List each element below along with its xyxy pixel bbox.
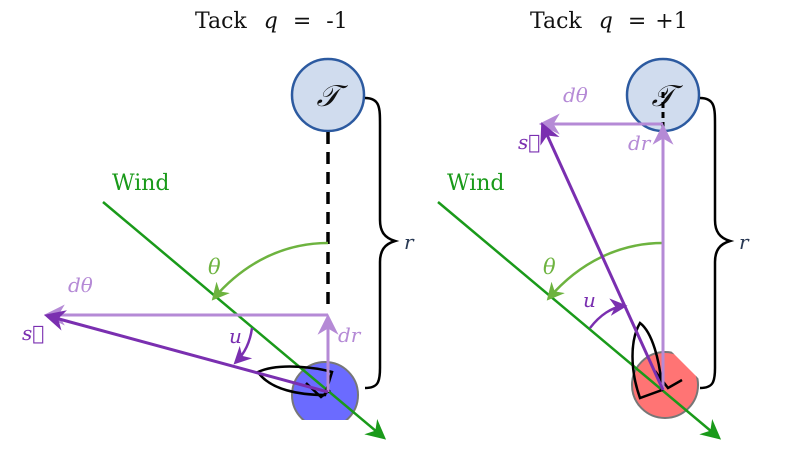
title-prefix: Tack xyxy=(195,9,247,34)
title-value: -1 xyxy=(326,9,347,34)
theta-arc xyxy=(211,241,329,301)
s-arrow xyxy=(540,122,665,391)
theta-label: θ xyxy=(208,255,221,279)
panel-left: Tack q = -1 𝒯 r Wind θ dr xyxy=(22,9,415,440)
wind-label: Wind xyxy=(447,171,505,196)
wind-arrow xyxy=(437,201,722,440)
u-label: u xyxy=(583,288,596,312)
title-value: +1 xyxy=(655,9,687,34)
theta-label: θ xyxy=(543,255,556,279)
theta-arc xyxy=(546,241,664,301)
panel-title: Tack q = +1 xyxy=(530,9,688,34)
r-label: r xyxy=(404,230,415,254)
title-equals: = xyxy=(293,9,311,34)
title-equals: = xyxy=(628,9,646,34)
right-angle-marker xyxy=(654,370,683,390)
wind-label: Wind xyxy=(112,171,170,196)
s-label: s⃗ xyxy=(518,130,540,154)
range-brace xyxy=(364,96,400,390)
dtheta-label: dθ xyxy=(563,83,588,107)
panel-title: Tack q = -1 xyxy=(195,9,348,34)
title-variable: q xyxy=(599,9,613,34)
dr-label: dr xyxy=(338,323,362,347)
dtheta-label: dθ xyxy=(68,273,93,297)
title-variable: q xyxy=(264,9,278,34)
s-label: s⃗ xyxy=(22,321,44,345)
u-arc xyxy=(233,327,254,365)
panel-right: Tack q = +1 𝒯 r Wind θ dr dθ xyxy=(437,9,750,440)
sail-shape xyxy=(631,321,664,400)
u-label: u xyxy=(229,324,242,348)
wind-arrow xyxy=(102,201,387,440)
range-brace xyxy=(699,96,735,390)
title-prefix: Tack xyxy=(530,9,582,34)
u-arc xyxy=(589,298,628,329)
target-circle xyxy=(290,57,366,133)
s-arrow xyxy=(43,310,329,394)
r-label: r xyxy=(739,230,750,254)
dr-label: dr xyxy=(628,131,652,155)
